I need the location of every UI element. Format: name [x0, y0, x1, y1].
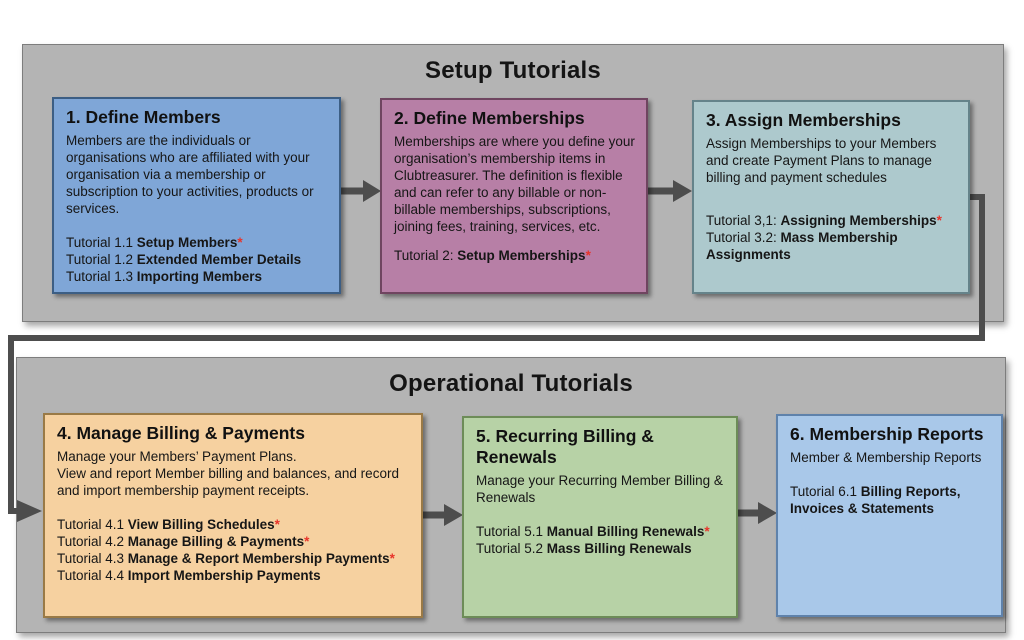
box-title: 4. Manage Billing & Payments	[57, 423, 305, 443]
tutorial-item: Tutorial 4.2 Manage Billing & Payments*	[57, 533, 410, 550]
tutorial-prefix: Tutorial 6.1	[790, 484, 861, 499]
tutorial-item: Tutorial 5.2 Mass Billing Renewals	[476, 540, 725, 557]
spacer	[66, 217, 328, 234]
tutorial-item: Tutorial 1.1 Setup Members*	[66, 234, 328, 251]
tutorial-item: Tutorial 3.2: Mass Membership Assignment…	[706, 229, 957, 263]
tutorial-prefix: Tutorial 3,1:	[706, 213, 781, 228]
tutorial-name: Extended Member Details	[136, 252, 302, 267]
step-box-define-members: 1. Define Members Members are the indivi…	[52, 97, 341, 294]
spacer	[706, 186, 957, 212]
tutorial-item: Tutorial 5.1 Manual Billing Renewals*	[476, 523, 725, 540]
tutorial-name: Manage Billing & Payments	[127, 534, 305, 549]
required-asterisk: *	[237, 235, 243, 250]
tutorial-name: Setup Memberships	[457, 248, 586, 263]
box-description: Member & Membership Reports	[790, 450, 982, 465]
box-title: 6. Membership Reports	[790, 424, 984, 444]
step-box-assign-memberships: 3. Assign Memberships Assign Memberships…	[692, 100, 970, 294]
box-description: Manage your Recurring Member Billing & R…	[476, 473, 723, 505]
spacer	[790, 466, 990, 483]
tutorial-name: Manage & Report Membership Payments	[127, 551, 390, 566]
tutorial-name: Importing Members	[136, 269, 263, 284]
step-box-recurring-billing-renewals: 5. Recurring Billing & Renewals Manage y…	[462, 416, 738, 618]
box-description: Manage your Members’ Payment Plans.	[57, 449, 297, 464]
tutorial-name: Import Membership Payments	[127, 568, 321, 583]
spacer	[57, 499, 410, 516]
operational-section-title: Operational Tutorials	[389, 370, 633, 397]
box-description: Members are the individuals or organisat…	[66, 133, 314, 216]
box-description: Assign Memberships to your Members and c…	[706, 136, 937, 185]
box-description: View and report Member billing and balan…	[57, 466, 399, 498]
tutorial-item: Tutorial 4.1 View Billing Schedules*	[57, 516, 410, 533]
step-box-define-memberships: 2. Define Memberships Memberships are wh…	[380, 98, 648, 294]
tutorial-name: Mass Billing Renewals	[546, 541, 692, 556]
tutorial-prefix: Tutorial 4.2	[57, 534, 128, 549]
box-title: 3. Assign Memberships	[706, 110, 901, 130]
setup-section-title: Setup Tutorials	[425, 57, 601, 84]
tutorial-name: Setup Members	[136, 235, 238, 250]
spacer	[394, 235, 635, 247]
tutorial-name: Assigning Memberships	[780, 213, 937, 228]
required-asterisk: *	[936, 213, 942, 228]
tutorial-item: Tutorial 2: Setup Memberships*	[394, 247, 635, 264]
tutorial-prefix: Tutorial 1.1	[66, 235, 137, 250]
tutorial-prefix: Tutorial 4.1	[57, 517, 128, 532]
box-title: 5. Recurring Billing & Renewals	[476, 426, 654, 467]
tutorial-prefix: Tutorial 4.3	[57, 551, 128, 566]
tutorial-prefix: Tutorial 5.1	[476, 524, 547, 539]
tutorial-prefix: Tutorial 1.3	[66, 269, 137, 284]
tutorial-name: Manual Billing Renewals	[546, 524, 705, 539]
tutorial-item: Tutorial 4.4 Import Membership Payments	[57, 567, 410, 584]
spacer	[476, 506, 725, 523]
step-box-manage-billing-payments: 4. Manage Billing & Payments Manage your…	[43, 413, 423, 618]
required-asterisk: *	[304, 534, 310, 549]
tutorial-item: Tutorial 1.3 Importing Members	[66, 268, 328, 285]
tutorial-item: Tutorial 3,1: Assigning Memberships*	[706, 212, 957, 229]
tutorial-name: View Billing Schedules	[127, 517, 275, 532]
required-asterisk: *	[389, 551, 395, 566]
step-box-membership-reports: 6. Membership Reports Member & Membershi…	[776, 414, 1003, 617]
box-title: 1. Define Members	[66, 107, 221, 127]
tutorial-prefix: Tutorial 2:	[394, 248, 458, 263]
tutorial-item: Tutorial 4.3 Manage & Report Membership …	[57, 550, 410, 567]
tutorial-prefix: Tutorial 3.2:	[706, 230, 781, 245]
tutorial-prefix: Tutorial 1.2	[66, 252, 137, 267]
box-title: 2. Define Memberships	[394, 108, 585, 128]
box-description: Memberships are where you define your or…	[394, 134, 635, 234]
required-asterisk: *	[585, 248, 591, 263]
tutorial-prefix: Tutorial 5.2	[476, 541, 547, 556]
required-asterisk: *	[704, 524, 710, 539]
tutorial-prefix: Tutorial 4.4	[57, 568, 128, 583]
tutorial-item: Tutorial 1.2 Extended Member Details	[66, 251, 328, 268]
tutorial-item: Tutorial 6.1 Billing Reports, Invoices &…	[790, 483, 990, 517]
required-asterisk: *	[274, 517, 280, 532]
